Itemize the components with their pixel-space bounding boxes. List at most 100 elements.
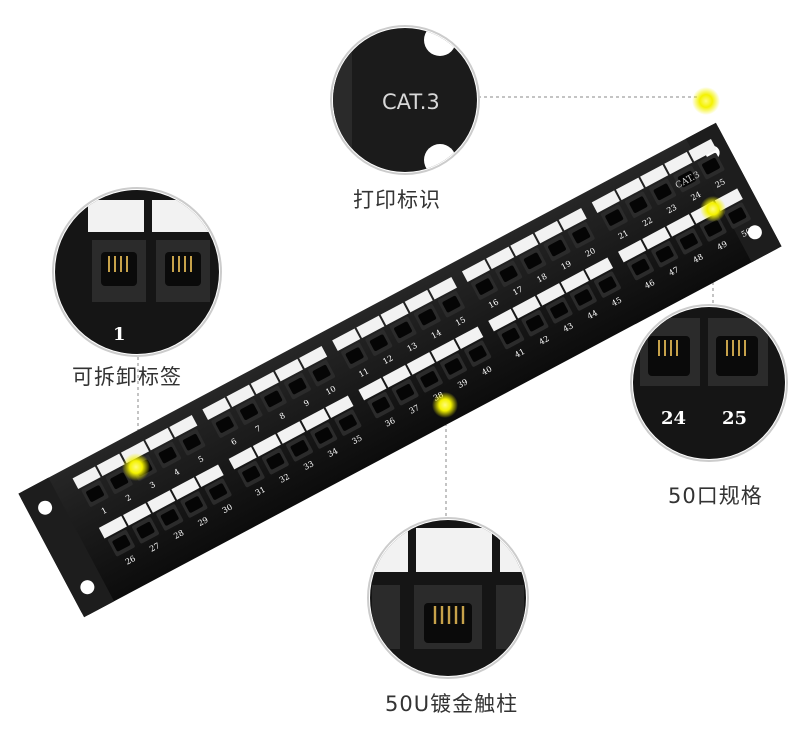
zoom-removable-label: 1 [52,187,222,357]
caption-print-label: 打印标识 [353,188,441,212]
port-26: 26 [98,515,137,567]
port-number-13: 13 [406,341,419,354]
highlight-dot-label [692,87,720,115]
port-number-25: 25 [714,177,727,190]
caption-port-spec: 50口规格 [668,484,763,508]
port-number-43: 43 [562,321,575,334]
port-number-3: 3 [148,480,157,490]
port-number-39: 39 [456,377,469,390]
zoom-label-text: CAT.3 [382,90,440,114]
port-number-50: 50 [740,226,753,239]
port-number-12: 12 [381,354,394,367]
port-number-16: 16 [487,297,500,310]
port-37: 37 [382,365,421,416]
port-24: 24 [664,151,703,203]
port-6: 6 [202,397,239,447]
port-number-9: 9 [302,398,311,408]
highlight-dot-removable [122,453,150,481]
port-20: 20 [558,207,597,259]
port-42: 42 [512,296,551,347]
port-number-41: 41 [513,347,526,360]
port-number-36: 36 [383,416,396,429]
port-19: 19 [534,220,573,272]
port-number-5: 5 [197,454,206,464]
port-number-6: 6 [230,437,239,447]
port-17: 17 [486,246,524,298]
highlight-dot-spec [700,196,726,222]
caption-gold-contacts: 50U镀金触柱 [385,692,519,716]
zoom-print-label: CAT.3 [330,25,480,175]
port-number-46: 46 [643,278,656,291]
port-number-19: 19 [560,259,573,272]
port-number-42: 42 [537,334,550,347]
port-11: 11 [332,328,370,379]
port-number-35: 35 [350,433,363,446]
port-number-10: 10 [324,384,337,397]
port-number-7: 7 [254,424,263,434]
port-number-37: 37 [408,403,421,416]
port-row-2: 2627282930313233343536373839404142434445… [98,188,753,567]
port-35: 35 [325,395,364,446]
port-number-14: 14 [430,328,443,341]
port-number-26: 26 [124,554,137,567]
port-9: 9 [274,358,311,408]
port-10: 10 [299,346,337,397]
zoom-port-number: 1 [113,324,126,345]
port-number-30: 30 [221,502,234,515]
port-number-49: 49 [716,239,729,252]
zoom-port-25: 25 [722,408,747,429]
port-number-32: 32 [278,472,291,485]
port-1: 1 [72,466,109,516]
highlight-dot-contacts [432,392,458,418]
caption-removable-label: 可拆卸标签 [72,365,182,389]
port-number-18: 18 [535,272,548,285]
zoom-port-spec: 24 25 [630,304,788,462]
port-44: 44 [560,270,599,321]
port-34: 34 [301,408,339,459]
port-15: 15 [428,277,467,328]
port-12: 12 [356,315,395,367]
port-number-11: 11 [357,366,370,379]
zoom-gold-contacts [367,517,529,679]
port-number-22: 22 [641,216,654,229]
port-40: 40 [455,326,493,377]
port-number-1: 1 [100,506,109,516]
port-number-2: 2 [124,493,133,503]
port-number-47: 47 [667,265,680,278]
port-number-27: 27 [148,541,161,554]
port-32: 32 [252,434,291,485]
port-48: 48 [666,214,705,265]
port-5: 5 [169,415,206,465]
port-number-48: 48 [691,252,704,265]
port-number-23: 23 [665,203,678,216]
port-number-40: 40 [480,364,493,377]
port-number-17: 17 [511,285,524,298]
port-16: 16 [461,259,500,310]
port-number-4: 4 [172,467,181,477]
port-number-44: 44 [586,308,599,321]
port-number-21: 21 [617,228,630,241]
port-27: 27 [123,503,161,554]
port-number-15: 15 [454,315,467,328]
port-23: 23 [640,164,678,216]
port-25: 25 [688,138,727,190]
port-number-45: 45 [610,295,623,308]
port-22: 22 [615,177,654,229]
port-number-24: 24 [689,190,702,203]
port-39: 39 [431,339,469,390]
port-45: 45 [585,257,623,308]
port-29: 29 [171,477,210,528]
port-number-28: 28 [172,528,185,541]
port-2: 2 [96,453,133,503]
port-18: 18 [510,233,549,285]
port-21: 21 [591,190,630,241]
port-number-8: 8 [278,411,287,421]
port-14: 14 [404,289,443,341]
port-46: 46 [618,239,656,291]
port-28: 28 [147,490,185,541]
port-47: 47 [642,227,680,278]
port-36: 36 [358,377,397,429]
zoom-port-24: 24 [661,408,686,429]
port-33: 33 [277,421,315,472]
